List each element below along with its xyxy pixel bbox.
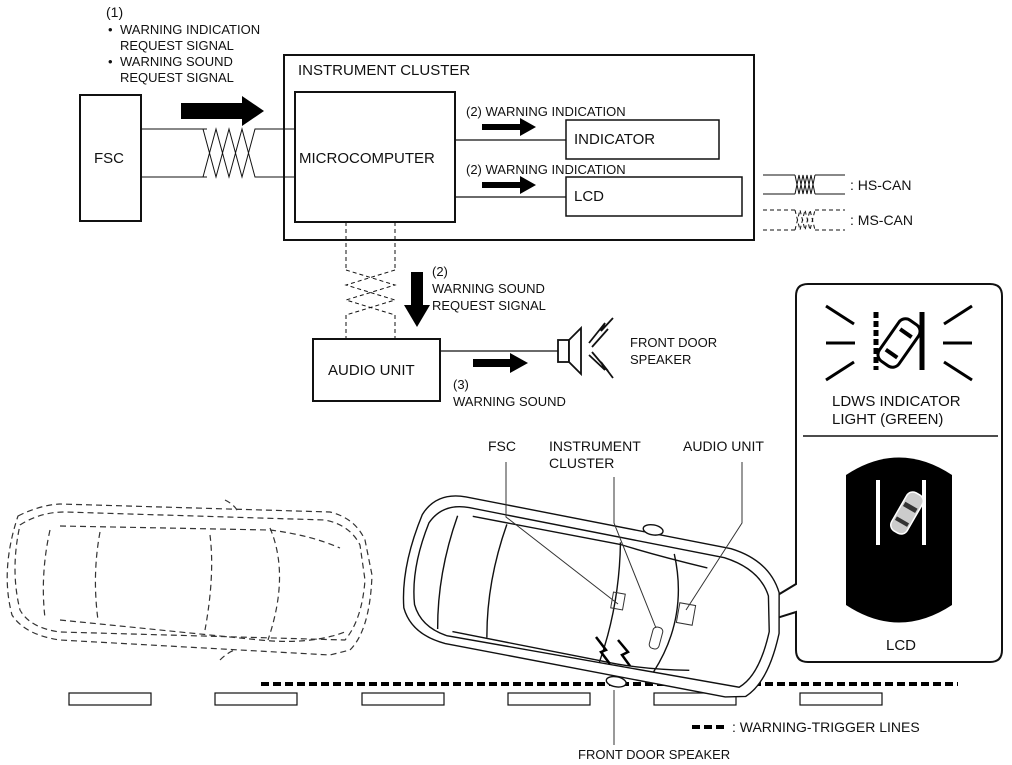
ghost-car-outline	[6, 499, 373, 661]
speaker-label-line1: FRONT DOOR	[630, 335, 718, 350]
flow-text: WARNING INDICATION	[485, 104, 626, 119]
bullet-2-line2: REQUEST SIGNAL	[120, 70, 234, 85]
arrow-sound-request	[404, 272, 430, 327]
ms-can-line	[344, 222, 397, 338]
ldws-indicator-icon	[825, 304, 973, 382]
microcomputer-label: MICROCOMPUTER	[299, 150, 435, 167]
ldws-indicator-title-line2: LIGHT (GREEN)	[832, 411, 944, 428]
lcd-panel-label: LCD	[886, 637, 917, 654]
bullet-1-dot: •	[108, 22, 113, 37]
bullet-1-line2: REQUEST SIGNAL	[120, 38, 234, 53]
microcomputer-block	[294, 91, 456, 223]
vehicle-label-front-door-speaker: FRONT DOOR SPEAKER	[578, 747, 731, 762]
speaker-icon	[557, 317, 614, 379]
leader-lines	[505, 462, 743, 745]
lcd-flow-label: (2) WARNING INDICATION	[466, 162, 626, 177]
lcd-block	[565, 176, 743, 217]
instrument-cluster-block	[283, 54, 755, 241]
bullet-2-dot: •	[108, 54, 113, 69]
bullet-2-line1: WARNING SOUND	[120, 54, 233, 69]
vehicle-label-instrument-cluster-line2: CLUSTER	[549, 455, 615, 471]
vehicle-label-instrument-cluster-line1: INSTRUMENT	[549, 438, 641, 454]
ldws-indicator-title-line1: LDWS INDICATOR	[832, 393, 961, 410]
sound-output-text: WARNING SOUND	[453, 394, 566, 409]
fsc-block	[79, 94, 142, 222]
lcd-display-icon	[846, 457, 952, 623]
legend-trigger-lines-label: : WARNING-TRIGGER LINES	[732, 719, 920, 735]
speaker-sound-icon	[595, 636, 632, 667]
sound-request-line2: REQUEST SIGNAL	[432, 298, 546, 313]
legend-hs-can-symbol	[763, 174, 845, 195]
instrument-cluster-location-marker	[648, 626, 664, 650]
flow-number: (2)	[466, 162, 482, 177]
fsc-label: FSC	[94, 150, 124, 167]
arrow-warning-sound	[473, 353, 528, 373]
sound-output-number: (3)	[453, 377, 469, 392]
speaker-label-line2: SPEAKER	[630, 352, 692, 367]
legend-ms-can-label: : MS-CAN	[850, 212, 913, 228]
lcd-label: LCD	[574, 188, 605, 205]
indicator-block	[565, 119, 720, 160]
flow-number: (2)	[466, 104, 482, 119]
arrow-to-lcd	[482, 176, 536, 194]
instrument-cluster-label: INSTRUMENT CLUSTER	[298, 62, 471, 79]
audio-unit-location-marker	[675, 602, 697, 626]
vehicle-label-fsc: FSC	[488, 438, 516, 454]
lane-markers	[68, 692, 883, 706]
vehicle-outline	[402, 495, 780, 698]
hs-can-line	[141, 127, 296, 179]
bullet-1-line1: WARNING INDICATION	[120, 22, 261, 37]
legend-ms-can-symbol	[763, 209, 845, 231]
indicator-flow-label: (2) WARNING INDICATION	[466, 104, 626, 119]
audio-unit-block	[312, 338, 441, 402]
sound-request-line1: WARNING SOUND	[432, 281, 545, 296]
arrow-request-signal	[181, 96, 264, 126]
flow-text: WARNING INDICATION	[485, 162, 626, 177]
audio-unit-label: AUDIO UNIT	[328, 362, 415, 379]
request-signal-number: (1)	[106, 4, 124, 20]
legend-hs-can-label: : HS-CAN	[850, 177, 912, 193]
indicator-label: INDICATOR	[574, 131, 656, 148]
sound-request-number: (2)	[432, 264, 448, 279]
arrow-to-indicator	[482, 118, 536, 136]
vehicle-label-audio-unit: AUDIO UNIT	[683, 438, 764, 454]
